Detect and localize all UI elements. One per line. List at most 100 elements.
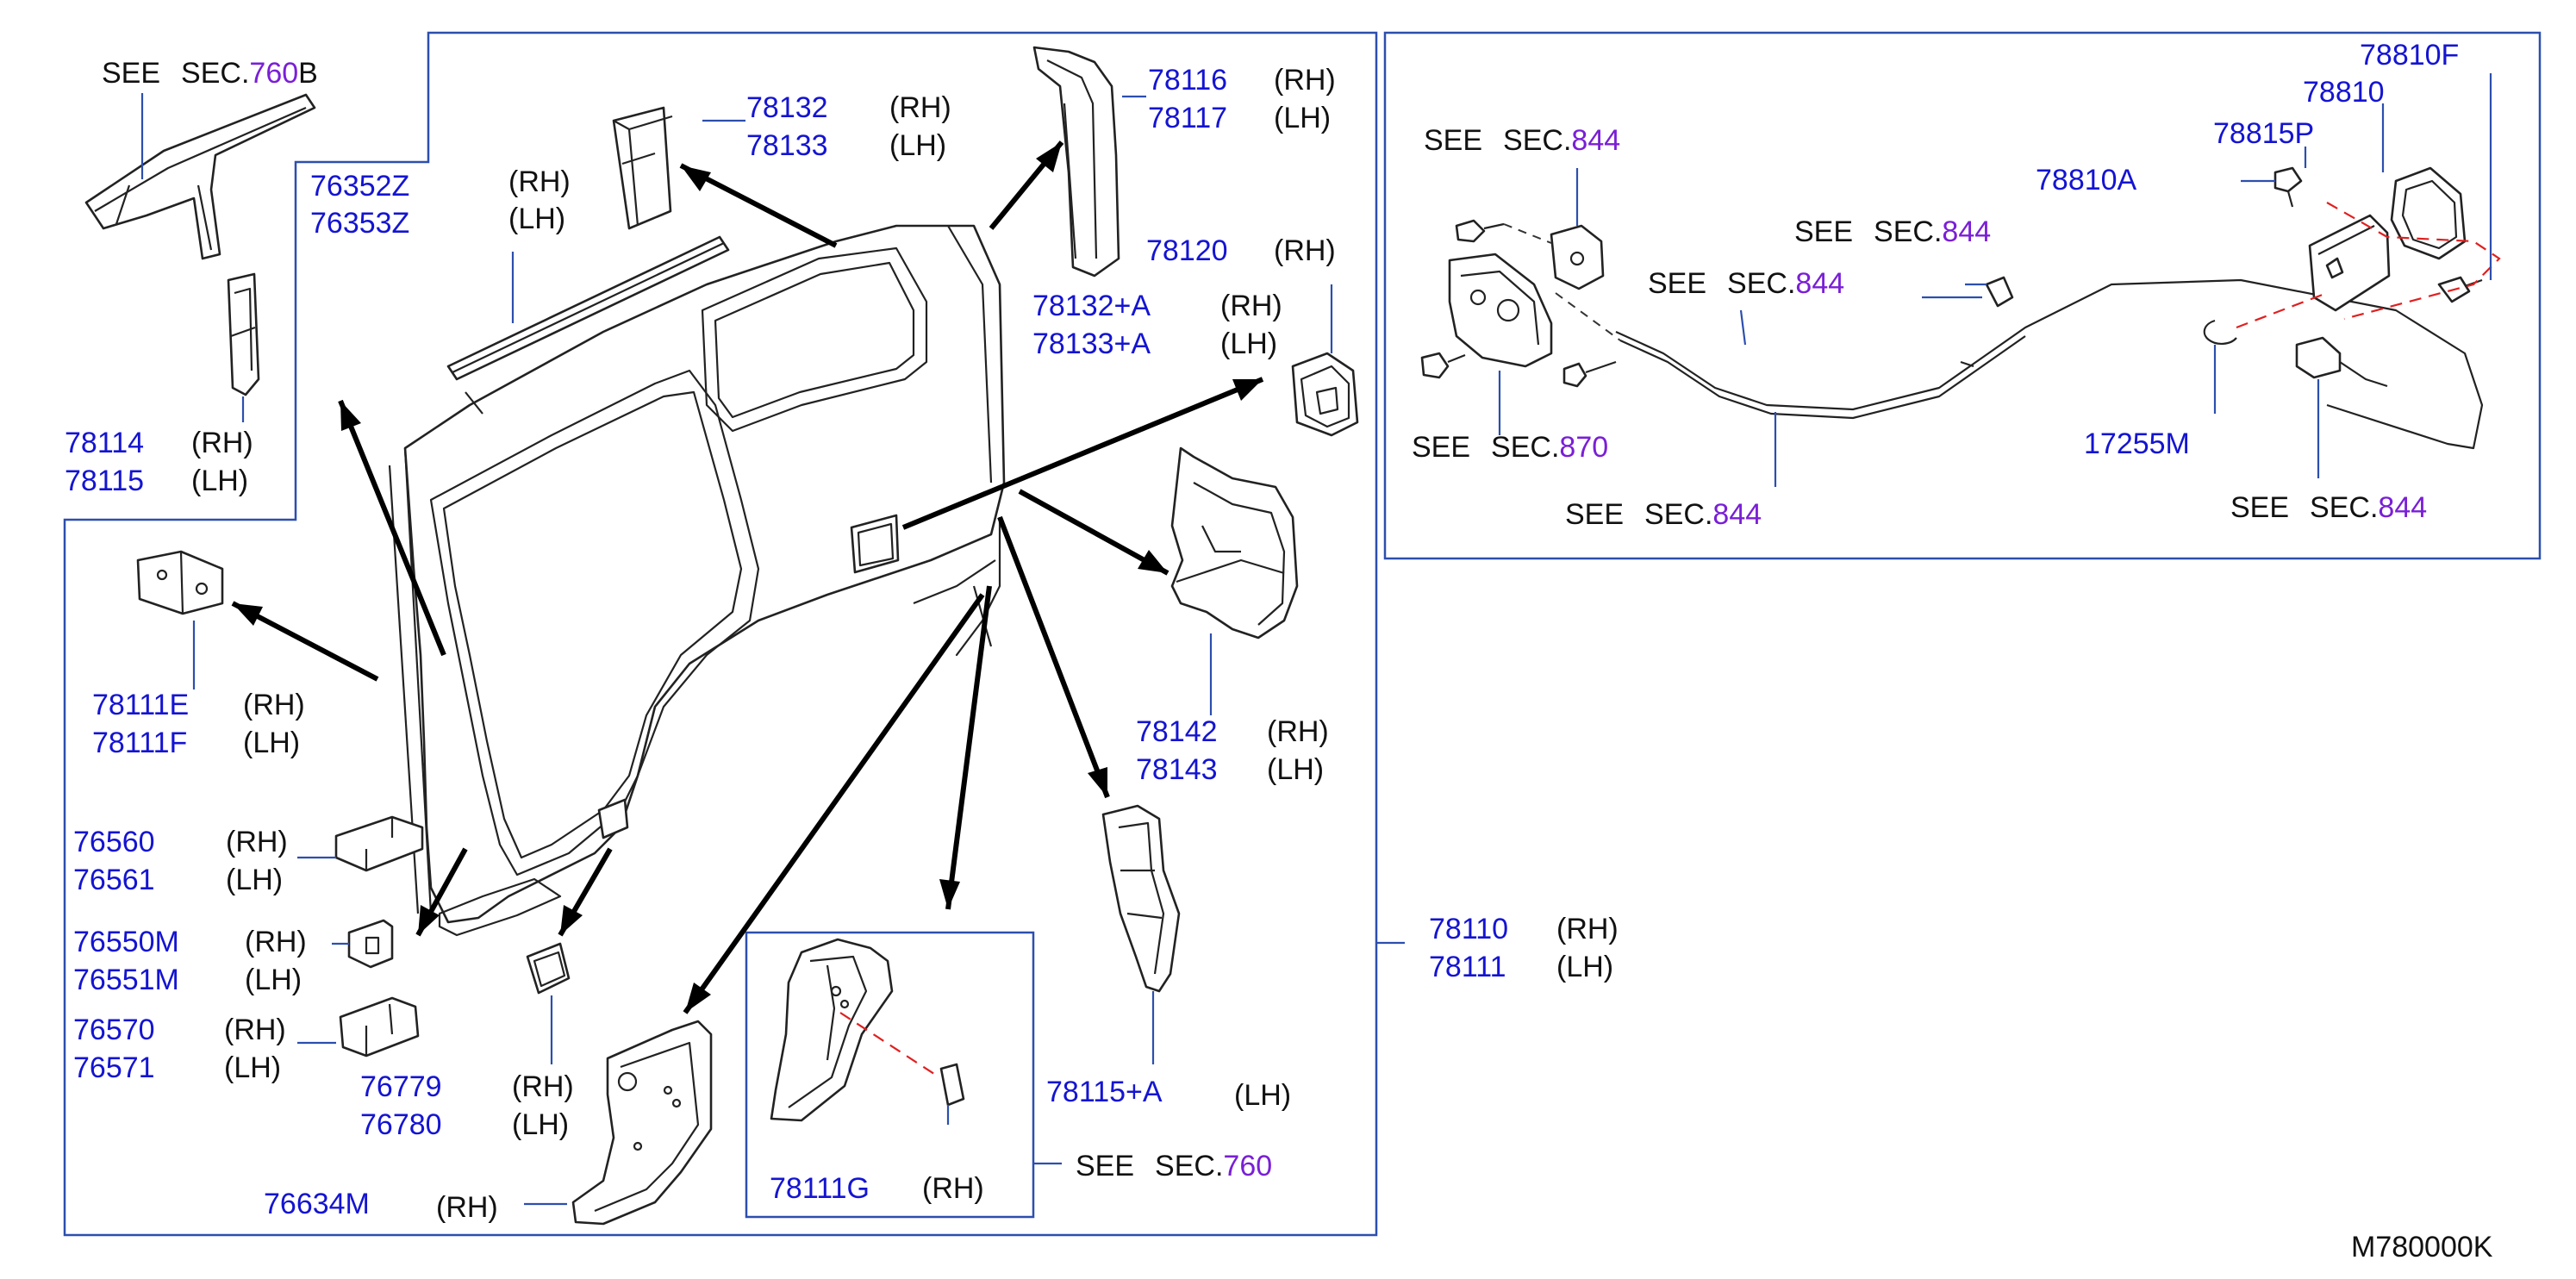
side-76561: (LH) <box>226 864 283 896</box>
part-number-76780: 76780 <box>360 1108 442 1141</box>
part-number-78132: 78132 <box>746 91 828 124</box>
body-side-outer-panel <box>388 224 1006 937</box>
part-number-78133: 78133 <box>746 129 828 162</box>
bracket-76560 <box>334 815 424 872</box>
part-number-78111: 78111 <box>1429 951 1506 983</box>
bracket-78120 <box>1291 352 1359 437</box>
rear-rail-sec760b <box>84 93 316 260</box>
wheelhouse-78142 <box>1170 446 1299 640</box>
part-number-78111f: 78111F <box>92 727 187 759</box>
side-78110: (RH) <box>1556 913 1619 945</box>
side-76780: (LH) <box>512 1108 569 1141</box>
part-number-76634m: 76634M <box>264 1188 370 1220</box>
plate-78111e <box>136 550 224 615</box>
side-76551m: (LH) <box>245 964 302 996</box>
part-number-78810: 78810 <box>2303 76 2385 109</box>
side-78114: (RH) <box>191 427 253 459</box>
side-78116: (RH) <box>1274 64 1336 97</box>
fuel-lid-frame <box>1383 31 2542 560</box>
side-78133a: (LH) <box>1220 328 1277 360</box>
side-78111g: (RH) <box>922 1172 984 1205</box>
part-number-78111g: 78111G <box>770 1172 870 1205</box>
side-76560: (RH) <box>226 826 288 858</box>
part-number-78117: 78117 <box>1148 102 1227 134</box>
side-78143: (LH) <box>1267 753 1324 786</box>
bracket-76570 <box>339 996 420 1058</box>
part-number-78115a: 78115+A <box>1046 1076 1163 1108</box>
fuel-lid-leaders <box>1498 73 2492 487</box>
side-78132: (RH) <box>889 91 951 124</box>
part-number-76561: 76561 <box>73 864 155 896</box>
side-76570: (RH) <box>224 1014 286 1046</box>
side-78142: (RH) <box>1267 715 1329 748</box>
inset-78111g-frame <box>745 931 1035 1219</box>
pillar-piece-78132 <box>612 106 673 230</box>
side-78120: (RH) <box>1274 234 1336 267</box>
part-number-76570: 76570 <box>73 1014 155 1046</box>
part-number-76571: 76571 <box>73 1051 155 1084</box>
diagram-code: M780000K <box>2351 1231 2493 1263</box>
part-number-78810a: 78810A <box>2036 164 2137 197</box>
part-number-78110: 78110 <box>1429 913 1508 945</box>
roof-side-rail-strip <box>446 235 730 381</box>
part-number-78810f: 78810F <box>2360 39 2459 72</box>
part-number-76779: 76779 <box>360 1070 442 1103</box>
side-76352z: (RH) <box>508 165 571 198</box>
inset-pillar-78111g <box>770 938 965 1122</box>
side-78132a: (RH) <box>1220 290 1282 322</box>
side-78111e: (RH) <box>243 689 305 721</box>
part-number-78142: 78142 <box>1136 715 1218 748</box>
part-number-76551m: 76551M <box>73 964 179 996</box>
lower-pillar-78115a <box>1101 804 1181 993</box>
part-number-78111e: 78111E <box>92 689 189 721</box>
side-76550m: (RH) <box>245 926 307 958</box>
side-76779: (RH) <box>512 1070 574 1103</box>
part-number-78132a: 78132+A <box>1032 290 1151 322</box>
part-number-78116: 78116 <box>1148 64 1227 97</box>
part-number-78114: 78114 <box>65 427 144 459</box>
bracket-76550m <box>347 919 394 969</box>
side-78111f: (LH) <box>243 727 300 759</box>
side-78115a: (LH) <box>1234 1079 1291 1112</box>
part-number-78120: 78120 <box>1146 234 1228 267</box>
part-number-76560: 76560 <box>73 826 155 858</box>
pillar-78114 <box>227 272 260 396</box>
side-78111: (LH) <box>1556 951 1613 983</box>
part-number-78815p: 78815P <box>2213 117 2314 150</box>
part-number-78143: 78143 <box>1136 753 1218 786</box>
fuel-lid-assembly <box>1420 166 2501 450</box>
main-assembly-frame <box>63 31 1378 1237</box>
callout-arrows <box>231 140 1264 1014</box>
side-78117: (LH) <box>1274 102 1331 134</box>
leader-lines <box>140 93 1405 1206</box>
panel-76634m <box>571 1020 713 1226</box>
grommet-76779 <box>526 942 571 995</box>
rear-pillar-78116 <box>1032 46 1120 278</box>
side-76634m: (RH) <box>436 1191 498 1224</box>
side-78133: (LH) <box>889 129 946 162</box>
part-number-78133a: 78133+A <box>1032 328 1151 360</box>
part-number-78115: 78115 <box>65 465 144 497</box>
side-76353z: (LH) <box>508 203 565 235</box>
side-78115: (LH) <box>191 465 248 497</box>
side-76571: (LH) <box>224 1051 281 1084</box>
part-number-76550m: 76550M <box>73 926 179 958</box>
part-number-76353z: 76353Z <box>310 207 409 240</box>
part-number-17255m: 17255M <box>2084 427 2190 460</box>
